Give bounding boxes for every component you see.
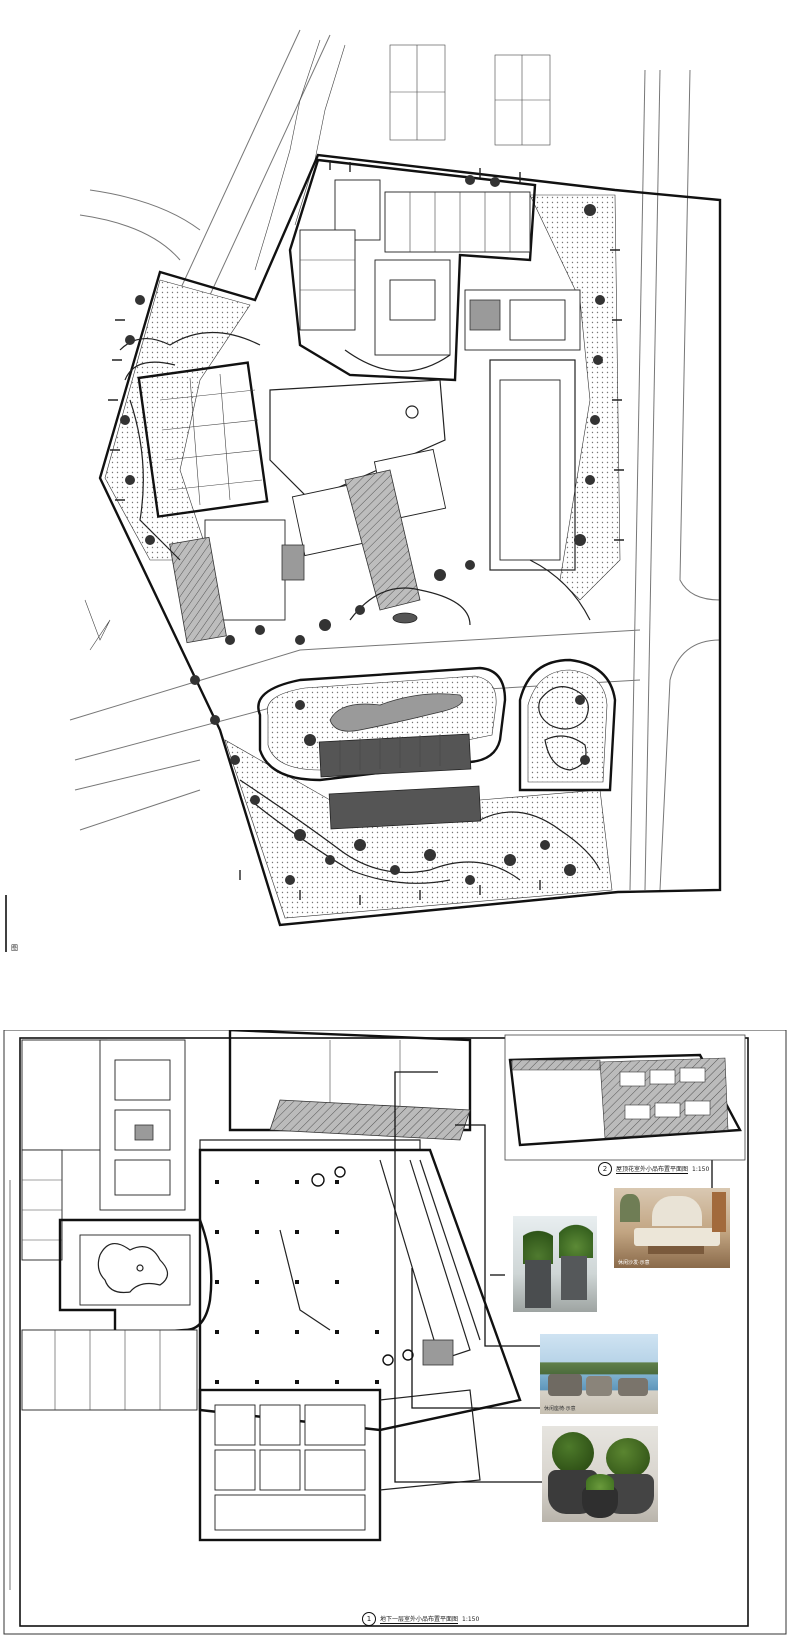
callout-1: 1 地下一层室外小品布置平面图 1:150 <box>362 1612 479 1626</box>
columns <box>215 1180 379 1384</box>
sofa-lounge-photo: 休闲沙发·示意 <box>614 1188 730 1268</box>
annotation-marks <box>108 160 624 905</box>
neighbour-buildings <box>254 39 551 271</box>
courtyard <box>58 1218 213 1337</box>
callout-1-scale: 1:150 <box>462 1615 480 1623</box>
callout-2-number: 2 <box>598 1162 612 1176</box>
sheet-frame <box>3 1030 787 1635</box>
topiary-pot-photo <box>542 1426 658 1522</box>
west-building <box>119 331 269 518</box>
paving-west <box>104 279 251 561</box>
legend-mark: 图 <box>11 944 18 952</box>
pool-lounge-photo: 休闲座椅·示意 <box>540 1334 658 1414</box>
site-plan-sheet: 图 <box>5 29 722 952</box>
south-building <box>198 1388 481 1542</box>
trees <box>120 175 605 885</box>
plan-markers <box>311 1166 454 1366</box>
east-garden <box>518 658 617 792</box>
middle-parcel <box>257 666 507 830</box>
north-hall <box>199 1030 472 1151</box>
leader-lines <box>394 1071 713 1483</box>
southwest-rooms <box>21 1329 198 1411</box>
pool-lounge-caption: 休闲座椅·示意 <box>544 1406 576 1412</box>
site-boundary <box>98 153 722 927</box>
site-plan-drawing: 图 <box>5 29 722 952</box>
callout-2: 2 屋顶花室外小品布置平面图 1:150 <box>598 1162 709 1176</box>
callout-2-scale: 1:150 <box>692 1165 710 1173</box>
central-plaza <box>169 379 471 644</box>
west-rooms <box>21 1039 186 1261</box>
main-hall <box>198 1148 522 1432</box>
planter-photo <box>513 1216 597 1312</box>
floor-plan-sheet: 2 屋顶花室外小品布置平面图 1:150 1 地下一层室外小品布置平面图 1:1… <box>0 1030 790 1636</box>
roof-plan-inset <box>504 1034 746 1161</box>
floor-plan-drawing <box>3 1030 787 1635</box>
callout-2-text: 屋顶花室外小品布置平面图 <box>616 1166 689 1174</box>
context-roads <box>69 29 721 891</box>
callout-1-text: 地下一层室外小品布置平面图 <box>380 1616 459 1624</box>
callout-1-number: 1 <box>362 1612 376 1626</box>
drawing-border <box>19 1037 749 1627</box>
sofa-lounge-caption: 休闲沙发·示意 <box>618 1260 650 1266</box>
garden-paths <box>129 399 601 884</box>
